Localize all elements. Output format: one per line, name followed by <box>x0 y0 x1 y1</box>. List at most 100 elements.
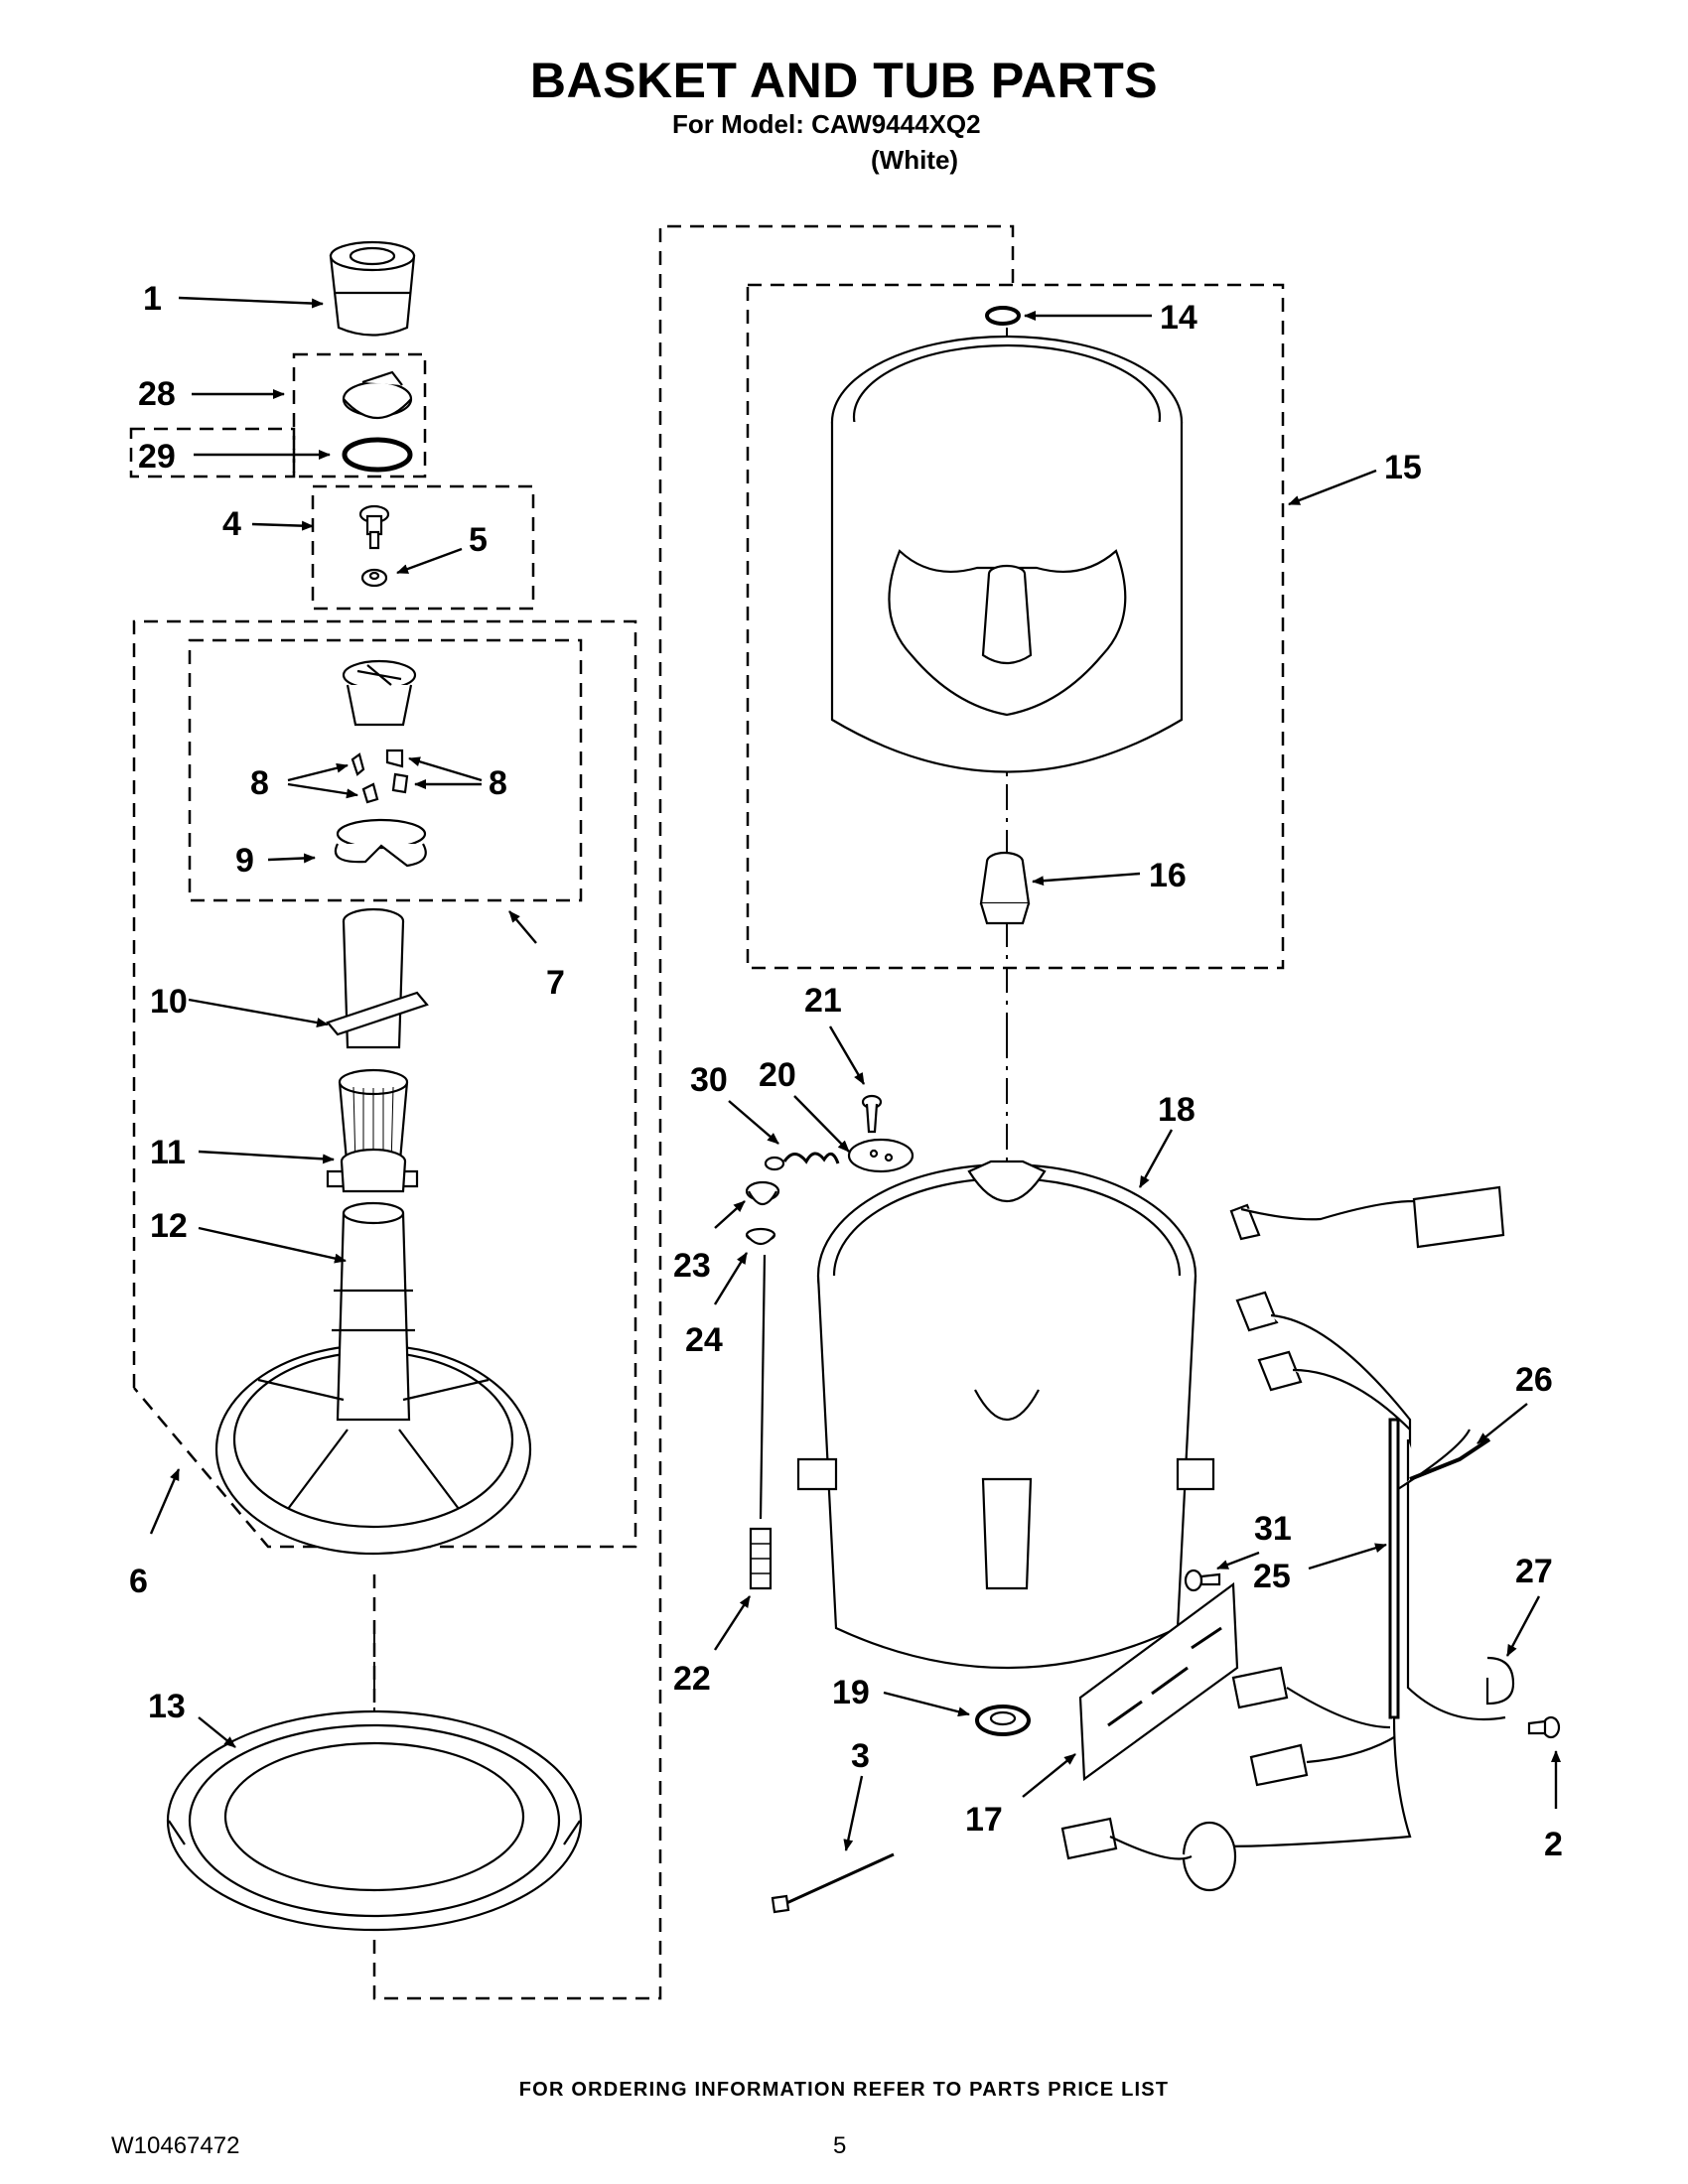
leader-3 <box>843 1775 864 1851</box>
callout-7: 7 <box>546 964 565 1002</box>
group-box-28 <box>292 352 427 478</box>
callout-14: 14 <box>1160 299 1197 337</box>
callout-13: 13 <box>148 1688 186 1725</box>
part-7-agitator-cap <box>342 659 417 727</box>
callout-25: 25 <box>1253 1558 1291 1595</box>
part-5-washer <box>360 568 388 588</box>
leader-27 <box>1505 1595 1541 1657</box>
part-28-cap <box>342 370 413 420</box>
leader-7 <box>508 910 537 944</box>
part-26-ground-wire <box>1409 1437 1491 1481</box>
group-box-29 <box>129 427 296 478</box>
leader-8c <box>408 756 483 782</box>
leader-17 <box>1022 1753 1076 1798</box>
leader-16 <box>1032 872 1141 887</box>
page-number: 5 <box>833 2132 847 2159</box>
callout-16: 16 <box>1149 857 1187 894</box>
callout-6: 6 <box>129 1563 148 1600</box>
leader-8b <box>287 782 358 799</box>
callout-21: 21 <box>804 982 842 1020</box>
leader-8a <box>287 762 349 782</box>
callout-20: 20 <box>759 1056 796 1094</box>
part-19-seal <box>975 1705 1031 1736</box>
leader-18 <box>1138 1129 1174 1188</box>
callout-19: 19 <box>832 1674 870 1711</box>
callout-27: 27 <box>1515 1553 1553 1590</box>
leader-6 <box>149 1468 181 1535</box>
leader-21 <box>828 1025 866 1085</box>
part-12-impeller <box>214 1201 532 1556</box>
callout-31: 31 <box>1254 1510 1292 1548</box>
leader-10 <box>188 998 329 1027</box>
leader-31 <box>1216 1551 1260 1570</box>
part-9-cam <box>334 818 427 868</box>
ordering-note: FOR ORDERING INFORMATION REFER TO PARTS … <box>518 2079 1170 2101</box>
leader-12 <box>198 1226 347 1264</box>
callout-10: 10 <box>150 983 188 1021</box>
callout-11: 11 <box>150 1134 186 1171</box>
leader-11 <box>198 1150 335 1164</box>
group-box-7 <box>188 638 583 902</box>
leader-20 <box>793 1095 850 1153</box>
callout-28: 28 <box>138 375 176 413</box>
callout-30: 30 <box>690 1061 728 1099</box>
leader-15 <box>1288 469 1377 506</box>
part-29-seal <box>342 437 413 473</box>
callout-3: 3 <box>851 1737 870 1775</box>
color-line: (White) <box>871 145 959 175</box>
part-31-screw <box>1184 1569 1221 1592</box>
part-4-bolt <box>358 504 390 550</box>
callout-1: 1 <box>143 280 162 318</box>
callout-4: 4 <box>222 505 241 543</box>
callout-9: 9 <box>235 842 254 880</box>
leader-26 <box>1477 1403 1528 1444</box>
leader-24 <box>713 1252 749 1305</box>
callout-24: 24 <box>685 1321 723 1359</box>
callout-26: 26 <box>1515 1361 1553 1399</box>
part-23-cap <box>745 1180 780 1206</box>
callout-12: 12 <box>150 1207 188 1245</box>
callout-18: 18 <box>1158 1091 1196 1129</box>
callout-22: 22 <box>673 1660 711 1698</box>
model-line: For Model: CAW9444XQ2 <box>672 109 981 139</box>
leader-9 <box>267 853 316 864</box>
part-1-dispenser-cup <box>329 240 416 337</box>
part-14-nut <box>985 306 1021 326</box>
part-2-screw <box>1527 1715 1561 1739</box>
part-27-clamp <box>1485 1656 1515 1706</box>
callout-2: 2 <box>1544 1826 1563 1863</box>
part-13-tub-ring <box>166 1709 583 1932</box>
leader-1 <box>178 296 324 309</box>
part-16-drive-bell <box>979 851 1031 925</box>
harness-connectors <box>1060 1666 1395 1892</box>
part-22-suspension-rod <box>749 1254 773 1590</box>
leader-19 <box>883 1691 970 1717</box>
part-21-screw <box>861 1094 883 1134</box>
part-8-dogs <box>351 749 409 804</box>
leader-30 <box>728 1100 779 1145</box>
leader-22 <box>713 1595 752 1651</box>
part-20-bracket <box>847 1138 914 1173</box>
leader-23 <box>714 1200 746 1229</box>
leader-4 <box>251 520 314 531</box>
leader-13 <box>198 1716 236 1748</box>
part-15-basket <box>830 335 1184 773</box>
part-30-spring <box>764 1152 840 1171</box>
document-number: W10467472 <box>111 2132 240 2159</box>
callout-5: 5 <box>469 521 488 559</box>
callout-15: 15 <box>1384 449 1422 486</box>
callout-17: 17 <box>965 1801 1003 1839</box>
group-box-4-5 <box>311 484 535 611</box>
callout-8-left: 8 <box>250 764 269 802</box>
part-10-agitator-barrel <box>326 907 429 1188</box>
part-18-tub <box>796 1160 1215 1670</box>
callout-23: 23 <box>673 1247 711 1285</box>
part-11-coupling <box>340 1148 407 1193</box>
callout-29: 29 <box>138 438 176 476</box>
part-24-cup <box>745 1227 776 1246</box>
callout-8-right: 8 <box>489 764 507 802</box>
page-title: BASKET AND TUB PARTS <box>529 53 1159 108</box>
group-box-15 <box>746 283 1285 970</box>
part-3-tie-strap <box>771 1852 895 1914</box>
